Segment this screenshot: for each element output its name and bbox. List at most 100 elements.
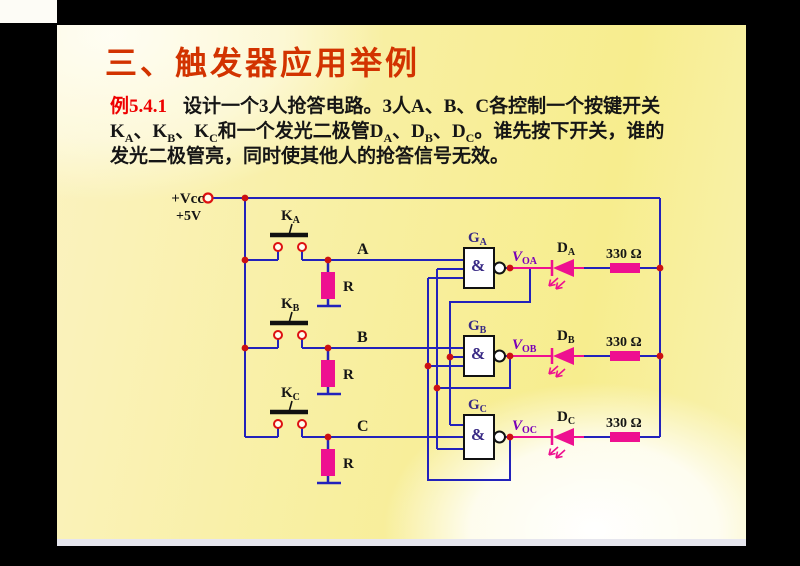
- slide-background: [57, 25, 746, 540]
- gate-symbol-gc: &: [471, 425, 485, 444]
- body-text: 例5.4.1 设计一个3人抢答电路。3人A、B、C各控制一个按键开关 KA、KB、…: [110, 94, 730, 169]
- gate-label-ga: GA: [468, 230, 488, 248]
- junction-dot-node-b: [324, 344, 332, 352]
- pullup-resistor-b: [321, 360, 335, 387]
- switch-stubs-c: [277, 428, 303, 437]
- gate-label-gc: GC: [468, 397, 487, 415]
- output-node-voa: [506, 264, 514, 272]
- switch-label-kb: KB: [281, 296, 300, 314]
- switches: [270, 223, 308, 429]
- body-line-2: KA、KB、KC和一个发光二极管DA、DB、DC。谁先按下开关，谁的: [110, 121, 665, 145]
- series-resistor-a: [610, 263, 640, 273]
- gate-c-input-stubs: [437, 424, 464, 450]
- junction-dot: [433, 384, 441, 392]
- gate-b-input-stubs: [428, 356, 464, 367]
- output-node-vob: [506, 352, 514, 360]
- led-emission-arrows: [548, 365, 566, 378]
- gate-symbol-gb: &: [471, 344, 485, 363]
- switch-contact: [297, 242, 307, 252]
- series-resistor-label-b: 330 Ω: [606, 335, 642, 350]
- voltage-label: +5V: [176, 209, 201, 224]
- pullup-resistor-c: [321, 449, 335, 476]
- output-label-vob: VOB: [512, 337, 537, 355]
- switch-stubs-b: [277, 339, 303, 348]
- led-label-dc: DC: [557, 409, 575, 427]
- switch-ka: [270, 223, 308, 252]
- feedback-wire-voa: [449, 268, 531, 425]
- output-node-voc: [506, 433, 514, 441]
- output-label-voa: VOA: [512, 249, 538, 267]
- led-triangle: [553, 259, 574, 277]
- junction-dot: [656, 352, 664, 360]
- switch-kc: [270, 400, 308, 429]
- led-triangle: [553, 428, 574, 446]
- gate-a-input-stubs: [428, 268, 464, 279]
- pullup-resistor-a: [321, 272, 335, 299]
- vcc-terminal: [202, 192, 214, 204]
- gate-label-gb: GB: [468, 318, 487, 336]
- switch-kb: [270, 311, 308, 340]
- nand-gate-ga: &: [463, 247, 506, 289]
- gate-bubble: [493, 261, 506, 275]
- switch-label-ka: KA: [281, 208, 301, 226]
- resistor-label-a: R: [343, 279, 354, 295]
- junction-dot-node-a: [324, 256, 332, 264]
- junction-dot-node-c: [324, 433, 332, 441]
- switch-label-kc: KC: [281, 385, 300, 403]
- resistor-label-b: R: [343, 367, 354, 383]
- switch-contact: [297, 419, 307, 429]
- feedback-wire-vob: [436, 269, 511, 449]
- body-line-3-text: 发光二极管亮，同时使其他人的抢答信号无效。: [110, 146, 510, 167]
- input-label-a: A: [357, 241, 369, 258]
- series-resistor-b: [610, 351, 640, 361]
- input-label-c: C: [357, 418, 369, 435]
- junctions: [202, 192, 664, 441]
- circuit-labels: +Vcc +5V KA KB KC A B C R R R GA GB GC V…: [171, 191, 641, 472]
- junction-dot: [446, 353, 454, 361]
- switch-stubs-a: [277, 251, 303, 260]
- pink-components: [321, 259, 640, 476]
- switch-stem: [288, 311, 293, 324]
- nand-gate-gc: &: [463, 414, 506, 460]
- example-label: 例5.4.1: [110, 96, 168, 117]
- led-emission-arrows: [548, 446, 566, 459]
- series-resistor-c: [610, 432, 640, 442]
- switch-contact: [297, 330, 307, 340]
- led-db: [513, 347, 584, 378]
- junction-dot: [241, 344, 249, 352]
- nand-gates: & & &: [463, 247, 506, 460]
- body-line-1-text: 设计一个3人抢答电路。3人A、B、C各控制一个按键开关: [183, 96, 661, 117]
- slide-bottom-edge: [57, 539, 746, 546]
- resistor-label-c: R: [343, 456, 354, 472]
- switch-contact: [273, 242, 283, 252]
- led-da: [513, 259, 584, 290]
- slide-title: 三、触发器应用举例: [105, 45, 421, 81]
- switch-stem: [288, 223, 293, 236]
- body-line-1: 例5.4.1 设计一个3人抢答电路。3人A、B、C各控制一个按键开关: [110, 94, 730, 119]
- input-label-b: B: [357, 329, 368, 346]
- body-line-3: 发光二极管亮，同时使其他人的抢答信号无效。: [110, 144, 730, 169]
- led-emission-arrows: [548, 277, 566, 290]
- gate-symbol-ga: &: [471, 256, 485, 275]
- switch-contact: [273, 330, 283, 340]
- corner-artifact: [0, 0, 57, 23]
- gate-body: [463, 335, 495, 377]
- feedback-wire-voc: [427, 278, 511, 481]
- output-label-voc: VOC: [512, 418, 537, 436]
- switch-stem: [288, 400, 293, 413]
- led-dc: [513, 428, 584, 459]
- wires: [213, 197, 661, 485]
- led-label-db: DB: [557, 328, 575, 346]
- vcc-label: +Vcc: [171, 191, 204, 207]
- gate-bubble: [493, 349, 506, 363]
- nand-gate-gb: &: [463, 335, 506, 377]
- junction-dot: [241, 194, 249, 202]
- junction-dot: [656, 264, 664, 272]
- series-resistor-label-c: 330 Ω: [606, 416, 642, 431]
- switch-contact: [273, 419, 283, 429]
- junction-dot: [241, 256, 249, 264]
- led-triangle: [553, 347, 574, 365]
- gate-bubble: [493, 430, 506, 444]
